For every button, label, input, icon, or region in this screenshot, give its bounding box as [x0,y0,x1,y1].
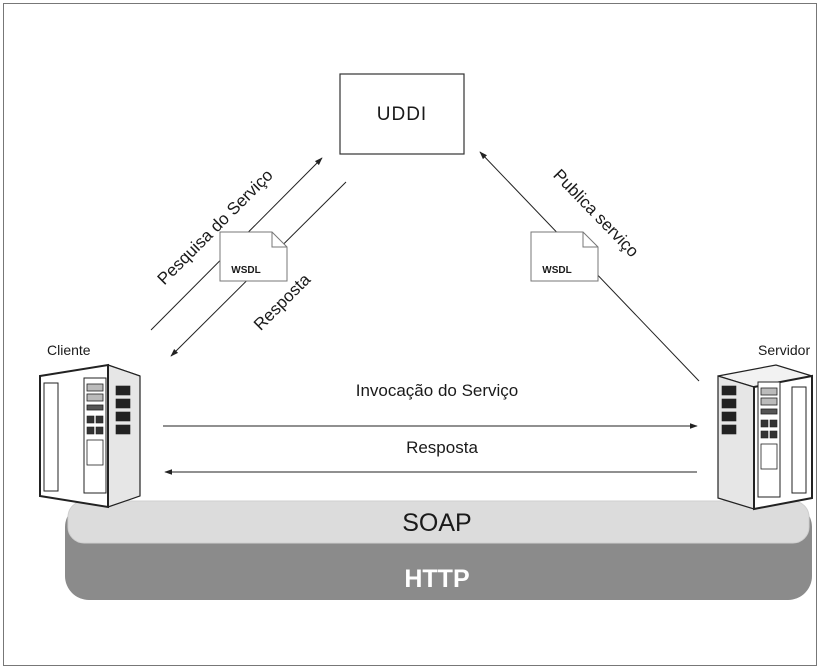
soap-layer: SOAP [67,500,810,544]
client-computer-icon [39,363,141,509]
wsdl-document-right: WSDL [530,231,599,282]
wsdl-right-label: WSDL [542,265,571,276]
server-label: Servidor [758,342,810,358]
client-label: Cliente [47,342,91,358]
diagram-frame [3,3,817,666]
invoke-label: Invocação do Serviço [356,381,519,400]
wsdl-left-label: WSDL [231,265,260,276]
uddi-label: UDDI [377,104,427,125]
wsdl-document-left: WSDL [219,231,288,282]
uddi-registry: UDDI [339,73,465,155]
soap-label: SOAP [402,509,471,537]
http-label: HTTP [404,565,469,593]
response-label: Resposta [406,438,478,457]
server-computer-icon [717,364,813,511]
